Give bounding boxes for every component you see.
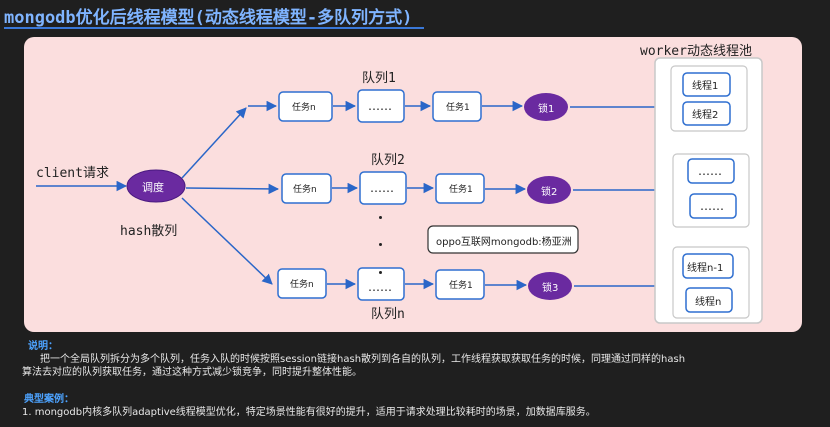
queue-1-label: 队列1 — [362, 71, 396, 86]
q2-lock: 锁2 — [541, 187, 558, 198]
qn-lock-node — [528, 272, 572, 300]
case-line-1: 1. mongodb内核多队列adaptive线程模型优化，特定场景性能有很好的… — [22, 407, 596, 418]
q1-lock: 锁1 — [538, 104, 555, 115]
case-heading: 典型案例： — [24, 394, 74, 405]
queue-gap-dot — [379, 271, 382, 274]
qn-ellipsis: …… — [368, 280, 392, 294]
worker-pool-label: worker动态线程池 — [640, 44, 752, 59]
arrow-dispatch-qn — [181, 197, 273, 285]
worker-dots-1: …… — [698, 164, 722, 178]
queue-n-label: 队列n — [371, 307, 405, 322]
worker-dots-2-box — [689, 193, 737, 219]
q2-task-1-box — [435, 173, 485, 204]
qn-lock: 锁3 — [542, 283, 559, 294]
worker-thread-2-box — [682, 101, 731, 126]
q1-ellipsis: …… — [368, 99, 392, 113]
q2-task-n: 任务n — [293, 185, 317, 195]
qn-task-1: 任务1 — [449, 281, 473, 291]
queue-gap-dot — [379, 216, 382, 219]
arrow-dispatch-q1 — [181, 107, 247, 179]
notes-line-1: 把一个全局队列拆分为多个队列，任务入队的时候按照session链接hash散列到… — [40, 354, 686, 365]
worker-thread-n1-box — [682, 253, 734, 279]
q2-task-1: 任务1 — [449, 185, 473, 195]
dispatcher-label: 调度 — [142, 181, 164, 194]
q1-task-n-box — [278, 91, 333, 122]
q2-lock-node — [527, 176, 571, 204]
qn-ellipsis-box — [357, 267, 405, 301]
dispatcher-node — [126, 169, 186, 203]
qn-task-n-box — [277, 268, 327, 299]
worker-thread-1: 线程1 — [692, 81, 719, 92]
notes-line-2: 算法去对应的队列获取任务，通过这种方式减少锁竞争，同时提升整体性能。 — [22, 367, 362, 378]
q1-task-1-box — [432, 91, 482, 122]
title-underline — [4, 27, 424, 29]
q2-ellipsis-box — [359, 171, 407, 205]
worker-thread-n-box — [685, 287, 733, 313]
q2-ellipsis: …… — [370, 181, 394, 195]
watermark-text: oppo互联网mongodb:杨亚洲 — [436, 237, 572, 248]
client-request-label: client请求 — [36, 166, 109, 181]
worker-dots-1-box — [687, 158, 735, 184]
arrow-dispatch-q2 — [185, 183, 280, 195]
page-title: mongodb优化后线程模型(动态线程模型-多队列方式) — [4, 8, 413, 28]
worker-thread-2: 线程2 — [692, 110, 719, 121]
q1-ellipsis-box — [357, 89, 405, 123]
queue-gap-dot — [379, 243, 382, 246]
queue-2-label: 队列2 — [371, 153, 405, 168]
qn-task-1-box — [435, 269, 485, 300]
q1-task-1: 任务1 — [446, 103, 470, 113]
qn-task-n: 任务n — [290, 280, 314, 290]
q1-task-n: 任务n — [292, 103, 316, 113]
worker-thread-n: 线程n — [695, 297, 722, 308]
q2-task-n-box — [281, 173, 332, 204]
worker-thread-n1: 线程n-1 — [687, 263, 724, 274]
worker-dots-2: …… — [700, 199, 724, 213]
notes-heading: 说明： — [28, 341, 58, 352]
hash-label: hash散列 — [120, 224, 178, 239]
q1-lock-node — [524, 93, 568, 121]
worker-thread-1-box — [682, 72, 731, 97]
watermark-box — [427, 225, 579, 254]
